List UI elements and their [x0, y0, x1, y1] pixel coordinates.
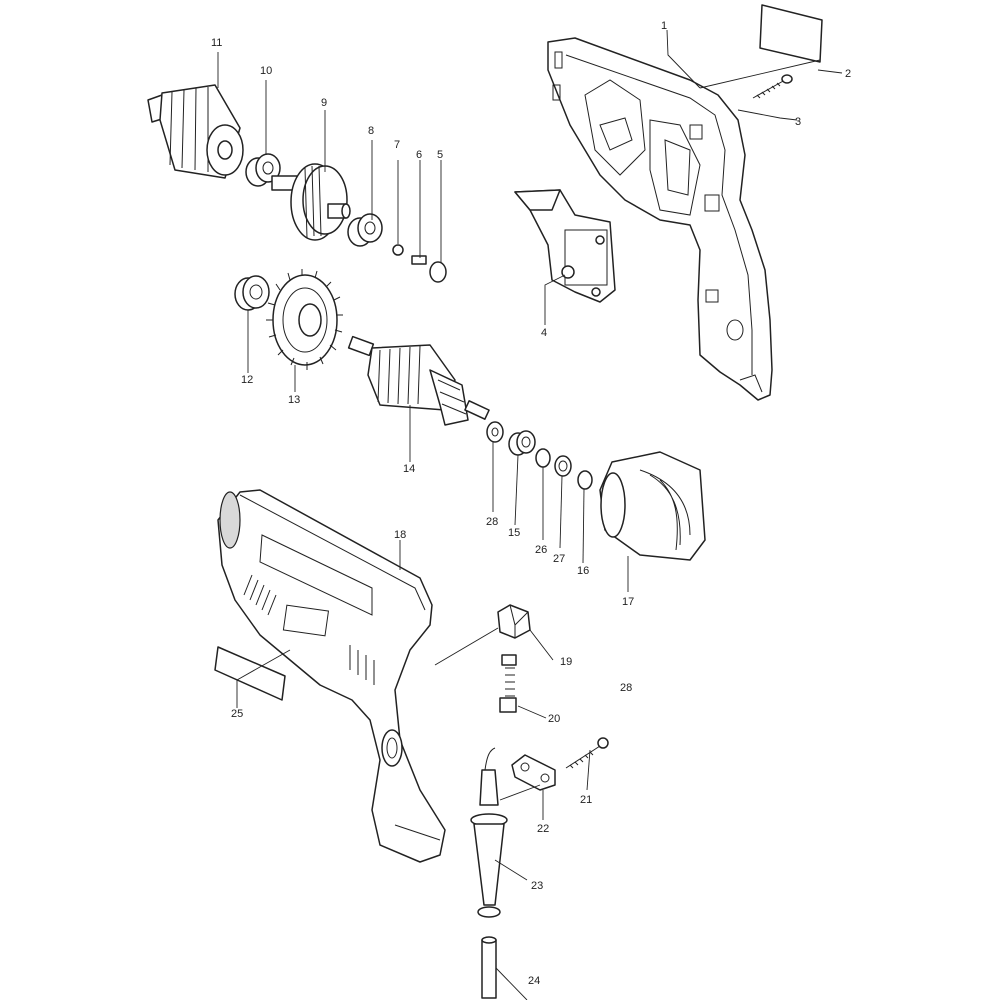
bearing-part-15	[508, 430, 536, 456]
cord-clamp-part-22	[511, 754, 556, 791]
bearing-part-8	[347, 213, 383, 247]
callout-24: 24	[528, 975, 540, 987]
callout-3: 3	[795, 116, 801, 128]
bearing-part-10	[245, 153, 281, 187]
spindle-gear-part-9	[271, 163, 351, 241]
switch-part-4	[514, 189, 616, 303]
callout-9: 9	[321, 97, 327, 109]
housing-half-part-1	[547, 37, 773, 401]
callout-22: 22	[537, 823, 549, 835]
steel-ball-part-7	[392, 244, 404, 256]
brush-holder-part-19	[497, 604, 531, 639]
ring-part-27	[554, 455, 572, 477]
chuck-part-11	[147, 84, 244, 179]
leader-lines	[217, 29, 843, 1000]
callout-26: 26	[535, 544, 547, 556]
callout-7: 7	[394, 139, 400, 151]
armature-part-14	[347, 335, 490, 426]
callout-18: 18	[394, 529, 406, 541]
callout-25: 25	[231, 708, 243, 720]
pin-part-6	[411, 255, 427, 265]
cord-guard-part-23	[470, 747, 508, 918]
label-plate-part-2	[759, 4, 823, 63]
callout-5: 5	[437, 149, 443, 161]
callout-13: 13	[288, 394, 300, 406]
callout-16: 16	[577, 565, 589, 577]
bearing-part-12	[234, 275, 270, 311]
name-plate-part-25	[214, 646, 286, 701]
callout-20: 20	[548, 713, 560, 725]
callout-1: 1	[661, 20, 667, 32]
callout-4: 4	[541, 327, 547, 339]
callout-21: 21	[580, 794, 592, 806]
callout-15: 15	[508, 527, 520, 539]
screw-part-21	[565, 737, 609, 769]
callout-2: 2	[845, 68, 851, 80]
carbon-brush-part-20	[499, 654, 517, 713]
callout-17: 17	[622, 596, 634, 608]
helical-gear-part-13	[266, 269, 343, 370]
screw-part-3	[752, 74, 793, 99]
callout-6: 6	[416, 149, 422, 161]
washer-part-28	[486, 421, 504, 443]
cord-part-24	[481, 936, 497, 999]
callout-23: 23	[531, 880, 543, 892]
callout-11: 11	[211, 37, 222, 49]
callout-10: 10	[260, 65, 272, 77]
callout-27: 27	[553, 553, 565, 565]
callout-labels: 1 2 3 4 5 6 7 8 9 10 11 12 13 14 15 16 1…	[211, 20, 851, 987]
field-coil-part-17	[599, 451, 706, 561]
callout-28b: 28	[620, 682, 632, 694]
callout-19: 19	[560, 656, 572, 668]
callout-28a: 28	[486, 516, 498, 528]
ring-part-26	[535, 448, 551, 468]
callout-14: 14	[403, 463, 415, 475]
housing-set-part-18	[217, 489, 446, 863]
callout-8: 8	[368, 125, 374, 137]
callout-12: 12	[241, 374, 253, 386]
washer-part-5	[429, 261, 447, 283]
ring-part-16	[577, 470, 593, 490]
